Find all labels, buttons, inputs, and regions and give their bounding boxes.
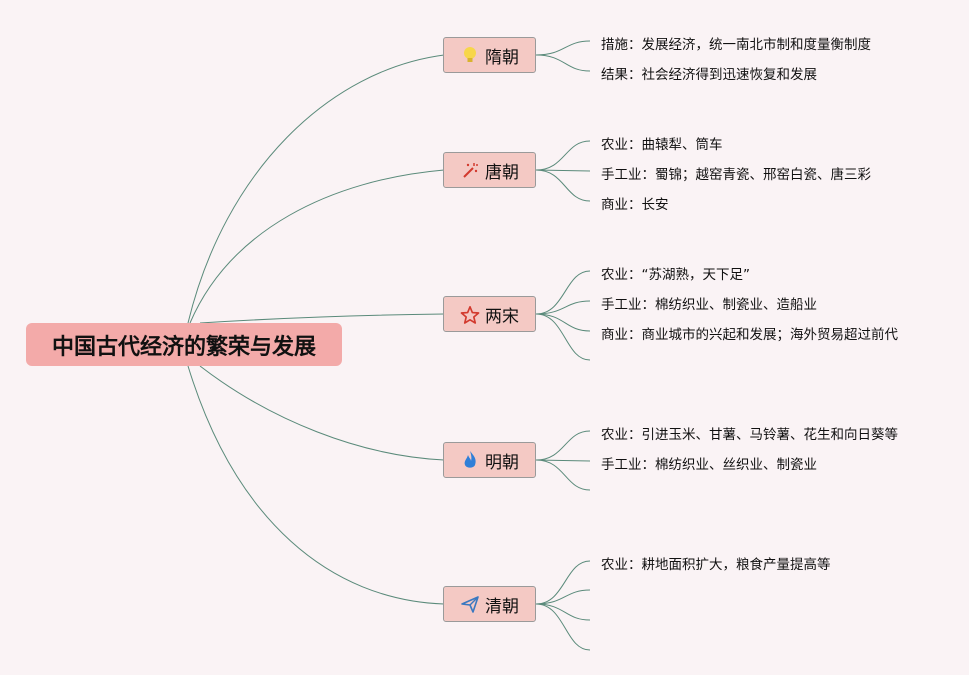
- branch-label: 两宋: [485, 306, 519, 327]
- branch-label: 隋朝: [485, 47, 519, 68]
- paper-plane-icon: [460, 594, 480, 614]
- branch-label: 唐朝: [485, 162, 519, 183]
- leaf-item[interactable]: 商业：长安: [601, 197, 669, 213]
- root-link-song: [199, 313, 445, 324]
- leaf-item[interactable]: 措施：发展经济，统一南北市制和度量衡制度: [601, 37, 871, 53]
- branch-label: 清朝: [485, 596, 519, 617]
- branch-label: 明朝: [485, 452, 519, 473]
- branch-sui[interactable]: 隋朝: [443, 37, 536, 73]
- sparkle-wand-icon: [460, 160, 480, 180]
- leaf-item[interactable]: 结果：社会经济得到迅速恢复和发展: [601, 67, 817, 83]
- branch-ming[interactable]: 明朝: [443, 442, 536, 478]
- root-link-qing: [187, 365, 445, 605]
- leaf-item[interactable]: 农业：耕地面积扩大，粮食产量提高等: [601, 557, 831, 573]
- root-link-ming: [199, 365, 445, 461]
- leaf-item[interactable]: 手工业：棉纺织业、制瓷业、造船业: [601, 297, 817, 313]
- star-icon: [460, 304, 480, 324]
- leaf-item[interactable]: 农业：曲辕犁、筒车: [601, 137, 723, 153]
- leaf-item[interactable]: 手工业：棉纺织业、丝织业、制瓷业: [601, 457, 817, 473]
- branch-qing[interactable]: 清朝: [443, 586, 536, 622]
- lightbulb-icon: [460, 45, 480, 65]
- branch-song[interactable]: 两宋: [443, 296, 536, 332]
- leaf-item[interactable]: 农业：“苏湖熟，天下足”: [601, 267, 750, 283]
- flame-icon: [460, 450, 480, 470]
- leaf-item[interactable]: 农业：引进玉米、甘薯、马铃薯、花生和向日葵等: [601, 427, 898, 443]
- root-topic[interactable]: 中国古代经济的繁荣与发展: [26, 323, 342, 366]
- root-link-sui: [187, 54, 445, 324]
- leaf-item[interactable]: 商业：商业城市的兴起和发展；海外贸易超过前代: [601, 327, 898, 343]
- leaf-item[interactable]: 手工业：蜀锦；越窑青瓷、邢窑白瓷、唐三彩: [601, 167, 871, 183]
- root-link-tang: [189, 169, 445, 324]
- branch-tang[interactable]: 唐朝: [443, 152, 536, 188]
